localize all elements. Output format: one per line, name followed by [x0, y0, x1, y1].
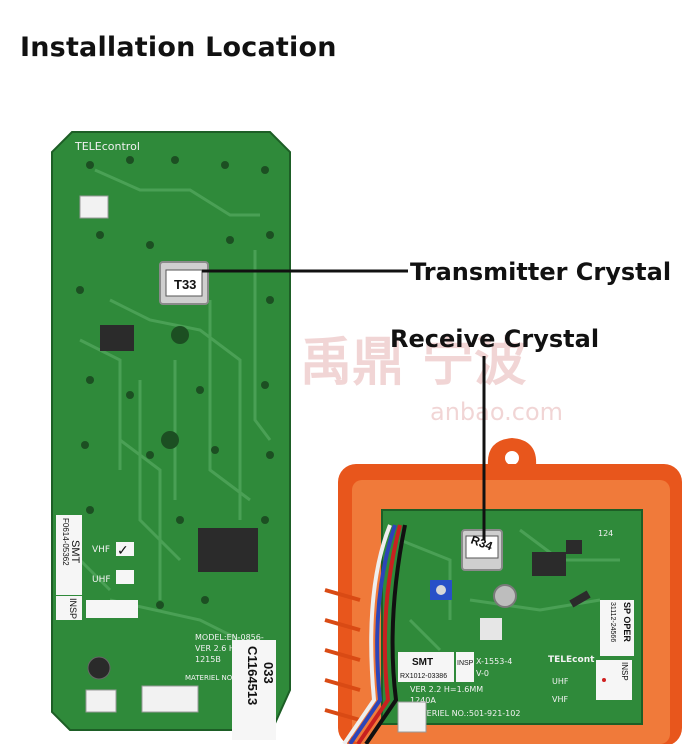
rx-insp: INSP	[457, 660, 474, 667]
receiver-enclosure: R34 124 SMT RX1012-03386 INSP X-1553-4	[324, 438, 682, 744]
tx-serial-1: C1164513	[245, 646, 260, 705]
rx-date: 1240A	[410, 696, 436, 705]
rx-smt-label: SMT	[412, 657, 433, 668]
transmitter-pcb: TELEcontrol T33 SMT F0614-05362 INSP VHF…	[51, 131, 291, 740]
tx-insp: INSP	[68, 598, 78, 619]
rx-smt-code: RX1012-03386	[400, 673, 447, 680]
tx-model-3: 1215B	[195, 655, 221, 664]
bottom-connector-left	[85, 689, 117, 713]
transmitter-crystal: T33	[159, 261, 209, 305]
rx-materiel: MATERIEL NO.:501-921-102	[410, 709, 520, 718]
rx-insp-side: INSP	[620, 662, 629, 681]
capacitor	[87, 656, 111, 680]
tx-serial-sticker: C1164513 033	[232, 640, 276, 740]
rx-vhf: VHF	[552, 695, 568, 704]
watermark-url: anbao.com	[430, 398, 563, 426]
tx-serial-2: 033	[261, 662, 276, 684]
receive-crystal-label: Receive Crystal	[390, 325, 600, 353]
rx-smt-sticker: SMT RX1012-03386 INSP	[398, 652, 474, 682]
check-icon: ✓	[117, 542, 129, 558]
rx-sp-oper-sticker: SP OPER 31112-24566 INSP	[596, 600, 634, 700]
watermark: 禹鼎 宁波 anbao.com	[300, 333, 563, 426]
tx-brand: TELEcontrol	[74, 140, 140, 153]
tx-smt-sticker: SMT F0614-05362 INSP	[56, 515, 82, 620]
rx-model-2: V-0	[476, 669, 489, 678]
page-title: Installation Location	[20, 32, 337, 63]
ic-chip-large	[198, 528, 258, 572]
bottom-connector-mid	[141, 685, 199, 713]
tx-materiel: MATERIEL NO.	[185, 674, 234, 682]
tx-uhf: UHF	[92, 575, 111, 585]
rx-ref-124: 124	[598, 529, 613, 538]
rx-brand: TELEcont	[548, 655, 595, 665]
rx-ver: VER 2.2 H=1.6MM	[410, 685, 483, 694]
rx-sp-oper: SP OPER	[622, 602, 632, 642]
tx-smt-code: F0614-05362	[61, 518, 70, 566]
white-pad	[480, 618, 502, 640]
tx-crystal-marking: T33	[174, 277, 196, 292]
transmitter-crystal-label: Transmitter Crystal	[410, 258, 672, 286]
receive-crystal: R34	[461, 529, 503, 571]
tx-vhf: VHF	[92, 545, 110, 555]
top-connector	[79, 195, 109, 219]
tx-smt-label: SMT	[69, 540, 81, 564]
tx-model-1: MODEL:EN-0856-	[195, 633, 264, 642]
rx-sp-code: 31112-24566	[609, 602, 616, 642]
rx-uhf: UHF	[552, 677, 569, 686]
rx-ic-chip	[532, 552, 566, 576]
watermark-cn: 禹鼎 宁波	[300, 333, 526, 393]
receiver-pcb: R34 124 SMT RX1012-03386 INSP X-1553-4	[342, 509, 643, 744]
tx-model-2: VER 2.6 H	[195, 644, 235, 653]
rx-connector	[397, 701, 427, 733]
screw	[493, 584, 517, 608]
ic-chip-small	[100, 325, 134, 351]
rx-model-1: X-1553-4	[476, 657, 512, 666]
